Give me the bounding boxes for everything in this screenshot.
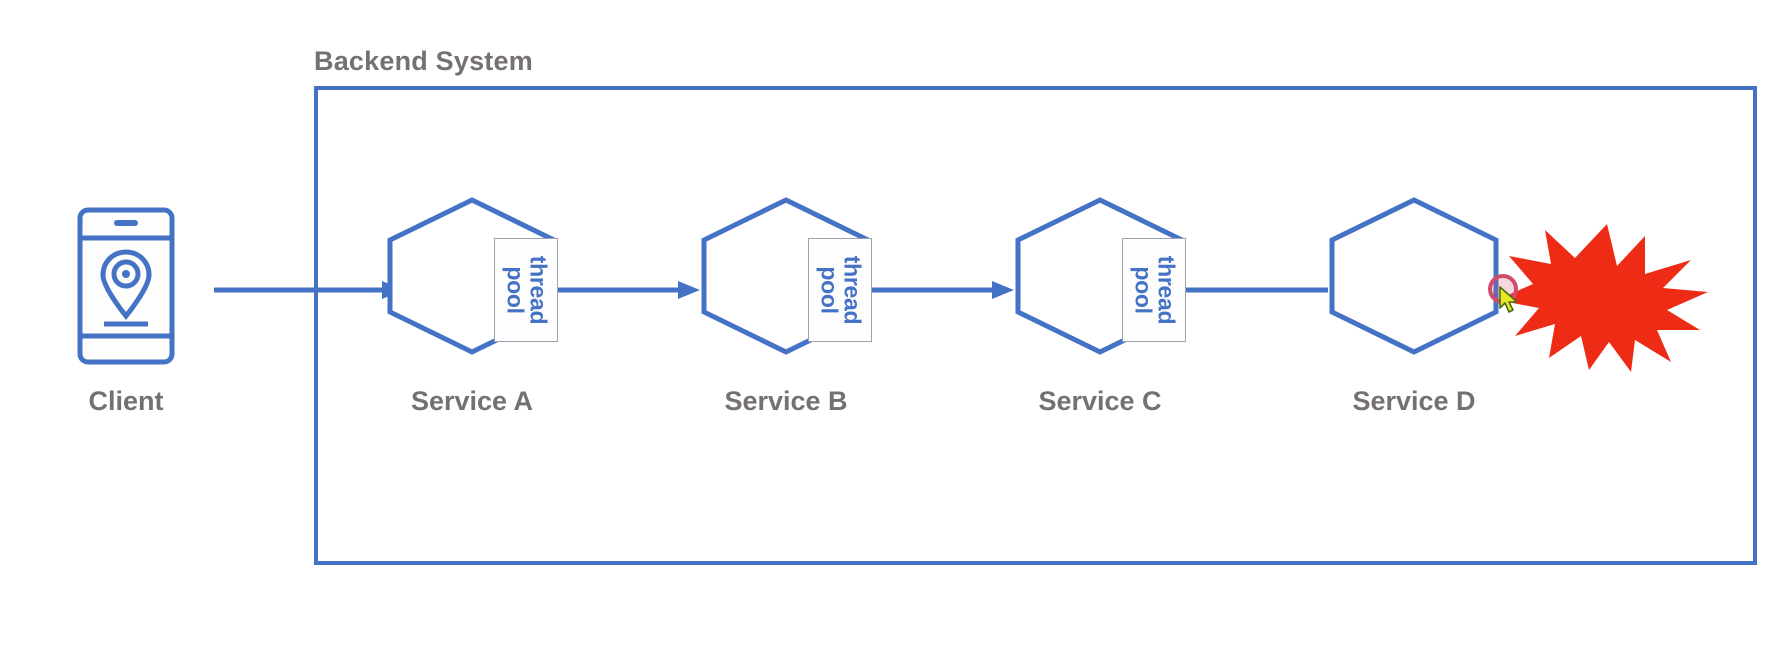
- pool-word: pool: [502, 266, 528, 314]
- service-b-thread-pool: thread pool: [808, 238, 872, 342]
- connector-service-c-to-service-d: [1186, 279, 1328, 301]
- connector-service-b-to-service-c: [872, 279, 1014, 301]
- pool-word: pool: [816, 266, 842, 314]
- thread-word: thread: [1153, 255, 1180, 325]
- service-c-thread-pool: thread pool: [1122, 238, 1186, 342]
- service-a-label: Service A: [410, 386, 534, 416]
- service-d-node[interactable]: [1328, 196, 1500, 356]
- service-c-label: Service C: [1038, 386, 1162, 416]
- client-node[interactable]: [76, 206, 176, 366]
- client-label: Client: [88, 386, 164, 416]
- service-b-thread-pool-text: thread pool: [816, 255, 866, 325]
- service-a-thread-pool: thread pool: [494, 238, 558, 342]
- backend-system-frame: [314, 86, 1757, 565]
- service-c-thread-pool-text: thread pool: [1130, 255, 1180, 325]
- service-b-label: Service B: [724, 386, 848, 416]
- service-a-thread-pool-text: thread pool: [502, 255, 552, 325]
- connector-service-a-to-service-b: [558, 279, 700, 301]
- pool-word: pool: [1130, 266, 1156, 314]
- hexagon-icon: [1329, 197, 1499, 355]
- backend-system-label: Backend System: [314, 46, 533, 76]
- connector-client-to-service-a: [214, 279, 404, 301]
- mouse-cursor-arrow-icon: [1499, 286, 1518, 313]
- thread-word: thread: [525, 255, 552, 325]
- mobile-phone-with-location-pin-icon: [77, 207, 175, 365]
- cursor-group: [1488, 274, 1534, 320]
- service-d-label: Service D: [1352, 386, 1476, 416]
- thread-word: thread: [839, 255, 866, 325]
